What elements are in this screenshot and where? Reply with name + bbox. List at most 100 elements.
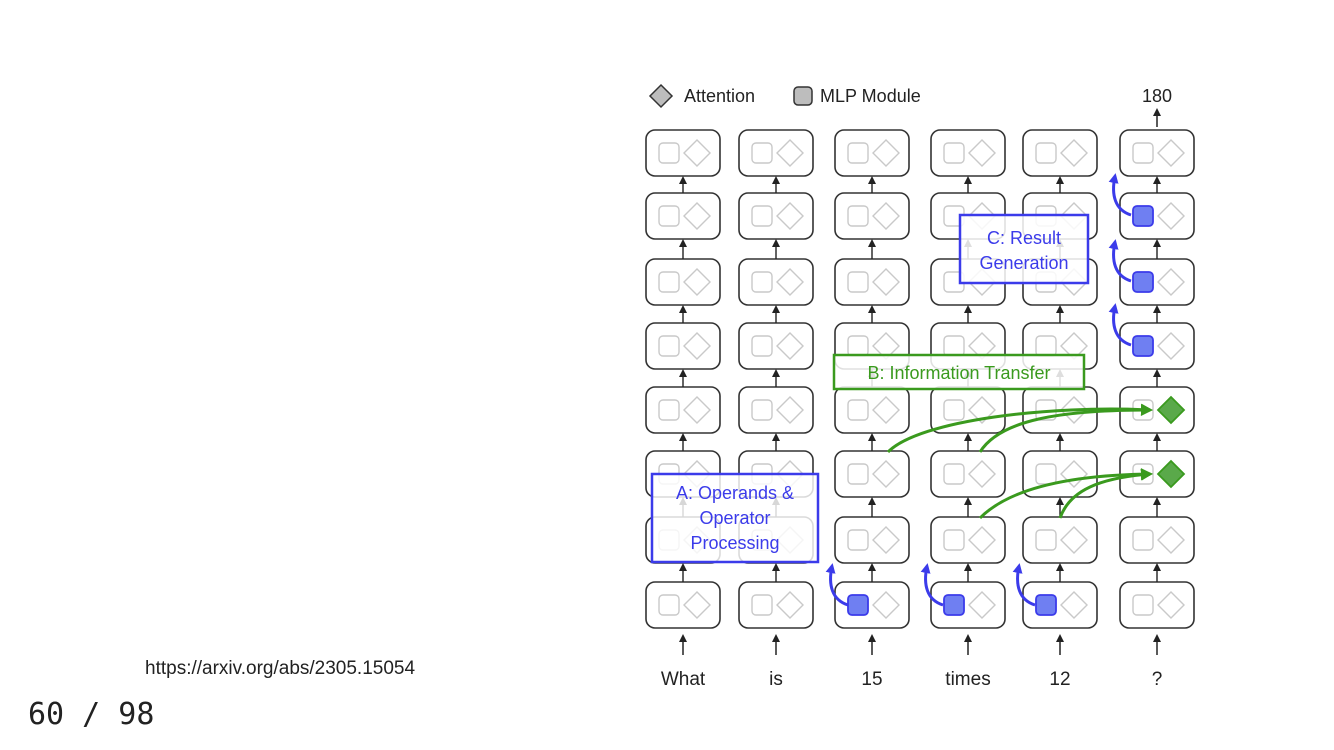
attention-module: [776, 268, 804, 296]
token-label: 12: [1049, 669, 1070, 690]
layer-block: [1119, 129, 1195, 177]
attention-module: [968, 139, 996, 167]
mlp-module: [943, 529, 965, 551]
attention-module: [1060, 139, 1088, 167]
attention-module: [1060, 591, 1088, 619]
attention-module: [776, 139, 804, 167]
attention-module: [872, 591, 900, 619]
layer-block: [738, 386, 814, 434]
mlp-module: [943, 335, 965, 357]
layer-block: [930, 129, 1006, 177]
attention-module: [776, 202, 804, 230]
attention-module: [1060, 526, 1088, 554]
mlp-module: [1132, 205, 1154, 227]
mlp-module: [943, 399, 965, 421]
mlp-module: [1132, 529, 1154, 551]
token-label: 15: [861, 669, 882, 690]
mlp-module: [847, 399, 869, 421]
annotation-a-line: Processing: [690, 533, 779, 553]
attention-transfer-arrow: [1058, 468, 1153, 519]
token-labels: What is 15 times 12 ?: [661, 669, 1162, 690]
layer-block: [738, 192, 814, 240]
mlp-module: [751, 142, 773, 164]
mlp-module: [1035, 335, 1057, 357]
attention-transfer-arrow: [978, 404, 1153, 453]
mlp-module: [943, 594, 965, 616]
mlp-flow-arrow: [1012, 563, 1036, 607]
layer-block: [645, 258, 721, 306]
layer-block: [1022, 129, 1098, 177]
mlp-module: [658, 335, 680, 357]
token-label: What: [661, 669, 706, 690]
mlp-module: [1035, 142, 1057, 164]
layer-block: [834, 386, 910, 434]
attention-module: [1157, 139, 1185, 167]
mlp-flow-arrow: [825, 563, 849, 607]
annotation-information-transfer: B: Information Transfer: [832, 353, 1086, 391]
layer-block: [738, 581, 814, 629]
attention-module: [872, 202, 900, 230]
mlp-module: [658, 271, 680, 293]
layer-block: [1119, 516, 1195, 564]
layer-block: [1119, 322, 1195, 370]
legend: Attention MLP Module: [648, 83, 921, 109]
layer-block: [738, 258, 814, 306]
mlp-module: [751, 205, 773, 227]
source-url: https://arxiv.org/abs/2305.15054: [145, 658, 416, 679]
annotation-c-line: C: Result: [987, 228, 1061, 248]
layer-block: [645, 386, 721, 434]
annotation-b-label: B: Information Transfer: [867, 363, 1050, 383]
annotation-result-generation: C: Result Generation: [958, 213, 1090, 285]
mlp-flow-arrow: [1108, 173, 1132, 217]
mlp-module: [847, 335, 869, 357]
attention-module: [968, 460, 996, 488]
attention-module: [1157, 332, 1185, 360]
token-label: ?: [1152, 669, 1163, 690]
mlp-module: [1132, 335, 1154, 357]
annotation-a-line: A: Operands &: [676, 483, 794, 503]
mlp-flow-arrow: [920, 563, 944, 607]
mlp-module: [1035, 529, 1057, 551]
mlp-module: [943, 463, 965, 485]
attention-module: [872, 460, 900, 488]
mlp-module: [658, 399, 680, 421]
layer-block: [1022, 516, 1098, 564]
layer-block: [645, 322, 721, 370]
layer-block: [834, 516, 910, 564]
layer-block: [738, 322, 814, 370]
mlp-module: [658, 142, 680, 164]
attention-legend-label: Attention: [684, 86, 755, 106]
mlp-module: [751, 335, 773, 357]
layer-block: [1119, 192, 1195, 240]
mlp-module: [943, 142, 965, 164]
layer-block: [834, 129, 910, 177]
mlp-module: [1132, 142, 1154, 164]
layer-grid: [645, 129, 1195, 655]
layer-block: [930, 516, 1006, 564]
layer-block: [1119, 258, 1195, 306]
mlp-module: [847, 271, 869, 293]
mlp-module: [1035, 463, 1057, 485]
attention-module: [683, 139, 711, 167]
layer-block: [834, 192, 910, 240]
token-label: times: [945, 669, 990, 690]
attention-module: [683, 202, 711, 230]
mlp-module: [1132, 271, 1154, 293]
mlp-module: [658, 205, 680, 227]
attention-module: [872, 396, 900, 424]
page-indicator: 60 / 98: [28, 697, 155, 732]
output-label: 180: [1142, 86, 1172, 106]
attention-module: [683, 396, 711, 424]
attention-module: [968, 526, 996, 554]
attention-module: [776, 396, 804, 424]
attention-module: [872, 139, 900, 167]
layer-block: [834, 258, 910, 306]
mlp-module: [847, 529, 869, 551]
annotation-operands-processing: A: Operands & Operator Processing: [650, 472, 820, 564]
layer-block: [930, 581, 1006, 629]
mlp-flow-arrow: [1108, 239, 1132, 283]
mlp-module: [751, 594, 773, 616]
attention-module: [776, 591, 804, 619]
attention-module: [683, 332, 711, 360]
attention-module: [1156, 395, 1186, 425]
